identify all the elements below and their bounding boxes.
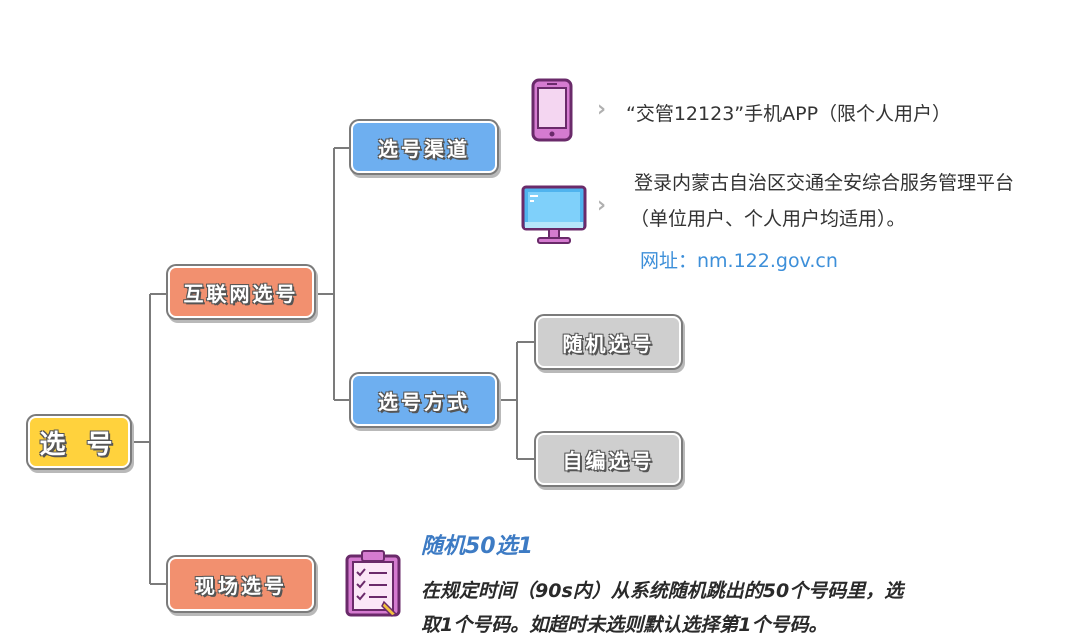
platform-channel-note: （单位用户、个人用户均适用）。 [630, 208, 906, 230]
platform-channel-text: 登录内蒙古自治区交通全安综合服务管理平台 [634, 172, 1015, 194]
onsite-note-title: 随机50选1 [421, 534, 533, 559]
root-node-select-number: 选 号 [28, 416, 130, 468]
selection-channel-node: 选号渠道 [351, 121, 497, 173]
chevron-right-icon: › [597, 97, 607, 122]
onsite-selection-node: 现场选号 [168, 557, 314, 611]
onsite-note-line-2: 取1个号码。如超时未选则默认选择第1个号码。 [421, 614, 828, 636]
chevron-right-icon: › [597, 193, 607, 218]
phone-icon [531, 78, 573, 142]
app-channel-text: “交管12123”手机APP（限个人用户） [626, 103, 952, 125]
random-selection-node: 随机选号 [536, 316, 681, 368]
monitor-icon [521, 185, 587, 244]
onsite-note-line-1: 在规定时间（90s内）从系统随机跳出的50个号码里，选 [421, 580, 904, 602]
selection-method-node: 选号方式 [351, 374, 497, 426]
clipboard-icon [345, 550, 401, 617]
internet-selection-node: 互联网选号 [168, 266, 314, 318]
platform-url: 网址：nm.122.gov.cn [640, 250, 838, 272]
custom-selection-node: 自编选号 [536, 433, 681, 485]
